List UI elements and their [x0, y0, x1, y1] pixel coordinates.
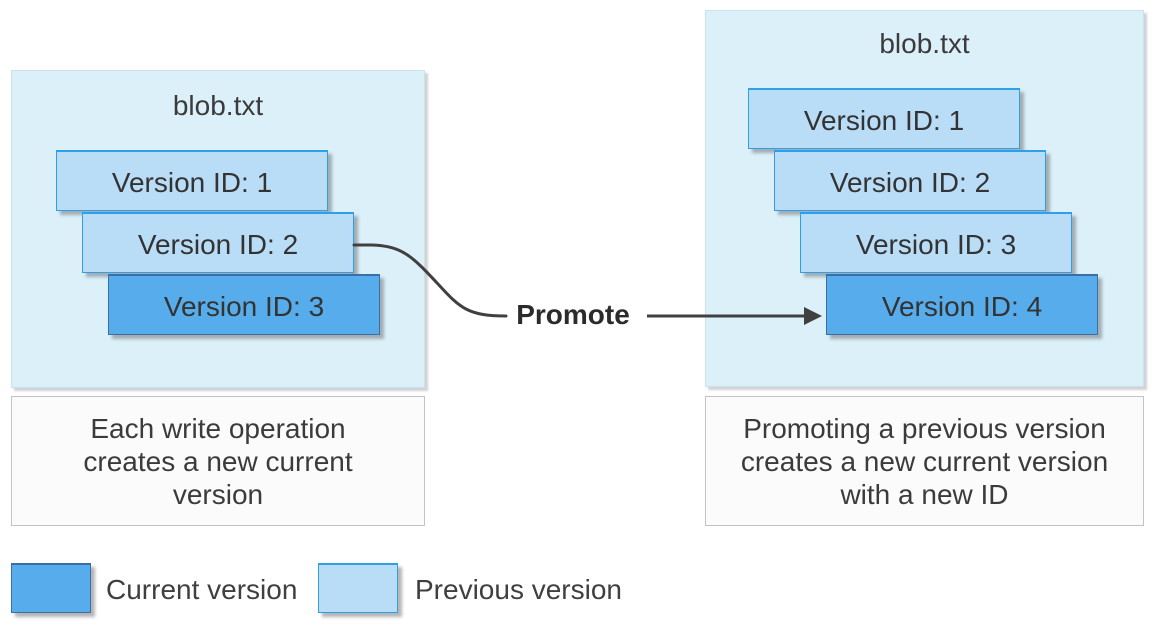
- promote-label: Promote: [516, 299, 630, 330]
- right-version-card-3: Version ID: 3: [800, 212, 1072, 273]
- right-version-card-2: Version ID: 2: [774, 150, 1046, 211]
- right-version-card-3-label: Version ID: 3: [855, 229, 1017, 260]
- left-version-card-1: Version ID: 1: [56, 150, 328, 211]
- left-version-card-3: Version ID: 3: [108, 274, 380, 335]
- left-version-card-2-label: Version ID: 2: [137, 229, 299, 260]
- left-version-card-2: Version ID: 2: [82, 212, 354, 273]
- legend-current-version-swatch: [11, 563, 91, 613]
- left-version-card-1-label: Version ID: 1: [111, 167, 273, 198]
- legend-previous-version-swatch: [318, 563, 398, 613]
- right-version-card-2-label: Version ID: 2: [829, 167, 991, 198]
- left-caption-text: Each write operation creates a new curre…: [83, 412, 353, 510]
- left-version-card-3-label: Version ID: 3: [163, 291, 325, 322]
- legend-current-version-label: Current version: [106, 574, 298, 605]
- left-caption-box: Each write operation creates a new curre…: [11, 396, 425, 526]
- right-caption-text: Promoting a previous version creates a n…: [740, 412, 1109, 510]
- right-version-card-1-label: Version ID: 1: [803, 105, 965, 136]
- right-blob-title: blob.txt: [879, 28, 970, 59]
- legend-previous-version-label: Previous version: [415, 574, 622, 605]
- left-blob-title: blob.txt: [172, 90, 264, 121]
- right-version-card-1: Version ID: 1: [748, 88, 1020, 149]
- right-version-card-4-label: Version ID: 4: [881, 291, 1043, 322]
- right-version-card-4: Version ID: 4: [826, 274, 1098, 335]
- right-caption-box: Promoting a previous version creates a n…: [705, 396, 1144, 526]
